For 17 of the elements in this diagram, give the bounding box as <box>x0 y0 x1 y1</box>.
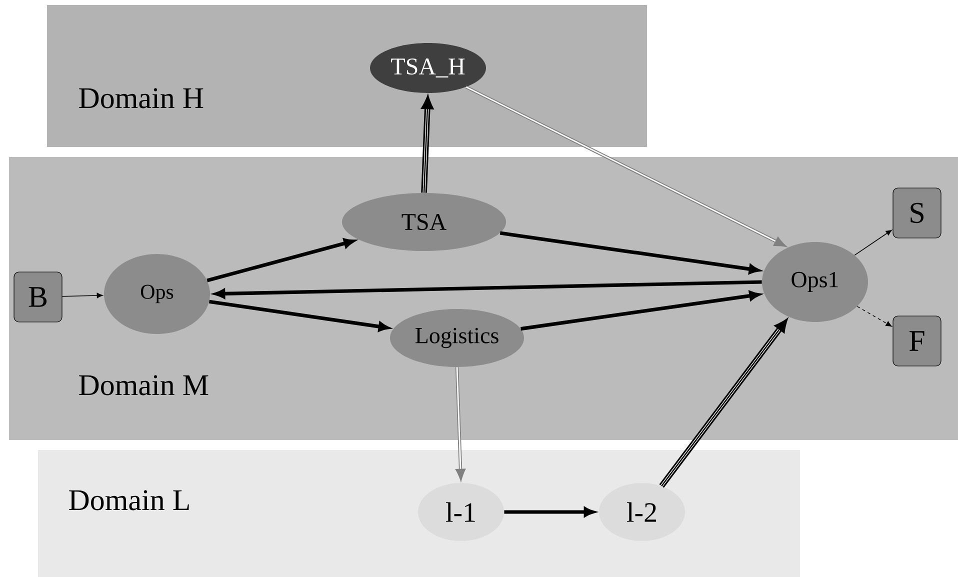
ellipse-node: Logistics <box>390 309 524 367</box>
arrow <box>856 306 892 327</box>
arrow <box>62 292 103 298</box>
ellipse-node: l-1 <box>418 483 504 541</box>
arrow <box>854 230 892 256</box>
arrow <box>455 367 466 482</box>
arrow <box>659 318 788 488</box>
ellipse-node: TSA <box>342 193 506 251</box>
ellipse-node: TSA_H <box>370 43 486 93</box>
ellipse-node: Ops1 <box>762 242 868 322</box>
rounded-box: S <box>892 188 942 238</box>
arrow <box>421 95 434 193</box>
arrow <box>465 86 787 248</box>
ellipse-node: l-2 <box>599 483 685 541</box>
ellipse-node: Ops <box>104 254 210 334</box>
rounded-box: F <box>892 316 942 366</box>
rounded-box: B <box>14 272 62 322</box>
